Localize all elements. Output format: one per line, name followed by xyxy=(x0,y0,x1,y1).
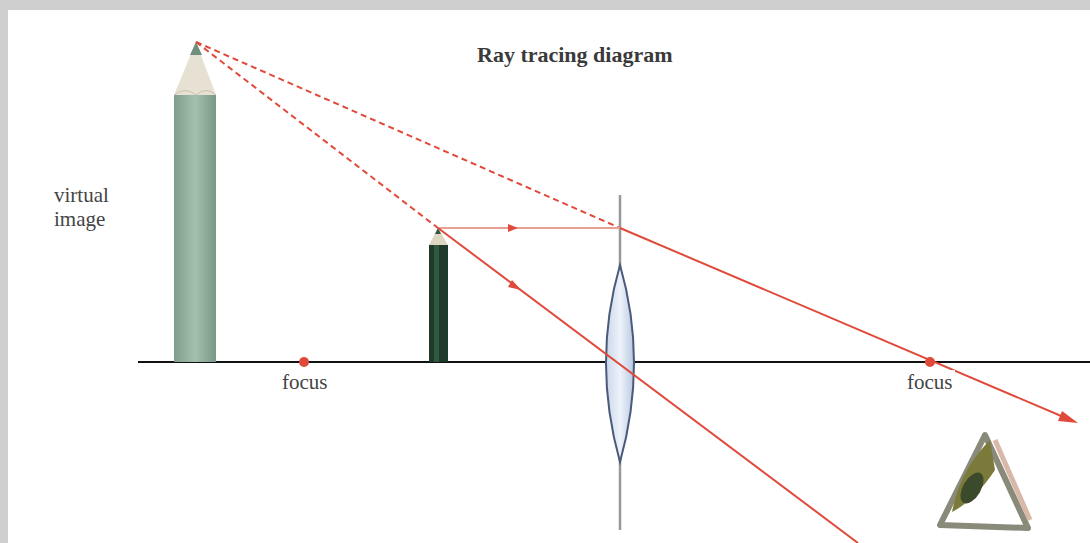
refracted-ray xyxy=(620,228,1073,421)
diagram-title: Ray tracing diagram xyxy=(477,42,673,68)
object-pencil xyxy=(429,228,448,362)
parallel-ray xyxy=(438,227,620,229)
eye-icon xyxy=(940,435,1030,528)
virtual-ray xyxy=(196,42,438,228)
image-label: virtual image xyxy=(52,183,166,231)
background-panel xyxy=(8,10,1090,543)
virtual-ray xyxy=(196,42,620,228)
focus-dot xyxy=(925,357,935,367)
central-ray xyxy=(438,228,858,543)
focus-dot xyxy=(299,357,309,367)
focus-label: focus xyxy=(280,370,330,394)
focus-label: focus xyxy=(905,370,955,394)
virtual-image-pencil xyxy=(174,42,216,362)
